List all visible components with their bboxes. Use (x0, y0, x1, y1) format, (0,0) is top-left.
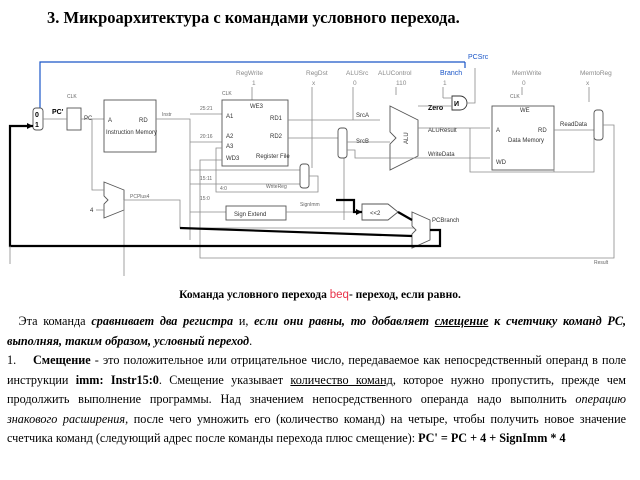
pcsrc-wire (39, 61, 466, 108)
svg-text:A: A (496, 128, 500, 134)
svg-text:A1: A1 (226, 114, 234, 120)
and-gate-label: И (454, 101, 459, 108)
svg-text:SrcA: SrcA (356, 113, 369, 119)
sign-extend-block (225, 205, 287, 221)
svg-text:CLK: CLK (510, 94, 520, 100)
section-subtitle: Команда условного перехода beq- переход,… (0, 289, 640, 301)
memwrite-label: MemWrite (512, 70, 542, 77)
register-file-block (221, 99, 289, 167)
svg-text:WD: WD (496, 160, 507, 166)
svg-text:WE3: WE3 (250, 104, 264, 110)
memtoreg-label: MemtoReg (580, 70, 612, 77)
svg-text:A3: A3 (226, 144, 234, 150)
aluctl-value: 110 (396, 80, 407, 87)
regwrite-label: RegWrite (236, 70, 263, 77)
result-label: Result (594, 260, 609, 266)
microarchitecture-diagram: PCSrc RegWrite RegDst ALUSrc ALUControl … (0, 40, 640, 276)
regdst-value: x (312, 80, 316, 87)
writereg-label: WriteReg (266, 184, 287, 190)
register-file-label: Register File (256, 154, 290, 160)
shift-left-label: <<2 (370, 211, 381, 217)
alu-label: ALU (404, 132, 410, 144)
subtitle-beq: beq (329, 289, 349, 301)
subtitle-after: - переход, если равно. (348, 289, 461, 301)
memtoreg-mux (593, 109, 604, 141)
svg-text:4:0: 4:0 (220, 186, 227, 192)
branch-path-highlight (8, 124, 442, 248)
svg-text:4: 4 (90, 208, 94, 214)
svg-text:15:11: 15:11 (200, 176, 212, 182)
pcbranch-label: PCBranch (432, 218, 459, 224)
svg-text:A: A (108, 118, 112, 124)
svg-text:20:16: 20:16 (200, 134, 213, 140)
memtoreg-value: x (586, 80, 590, 87)
svg-text:WE: WE (520, 108, 530, 114)
svg-text:CLK: CLK (222, 91, 232, 97)
regdst-label: RegDst (306, 70, 328, 77)
data-memory-label: Data Memory (508, 138, 544, 144)
pc-mux-1: 1 (35, 122, 39, 129)
and-gate (451, 95, 468, 111)
pc-register (66, 107, 82, 131)
instr-label: Instr (162, 112, 172, 118)
data-memory-block (491, 105, 555, 171)
svg-text:25:21: 25:21 (200, 106, 213, 112)
alu-block (389, 105, 419, 171)
pcplus4-label: PCPlus4 (130, 194, 150, 200)
branch-label: Branch (440, 70, 462, 77)
regdst-mux (299, 163, 310, 189)
svg-text:RD2: RD2 (270, 134, 283, 140)
svg-text:A2: A2 (226, 134, 234, 140)
list-item-number: 1. (7, 353, 17, 367)
subtitle-before: Команда условного перехода (179, 289, 330, 301)
svg-text:15:0: 15:0 (200, 196, 210, 202)
regwrite-value: 1 (252, 80, 256, 87)
alusrc-mux (337, 127, 348, 159)
readdata-label: ReadData (560, 122, 588, 128)
aluresult-label: ALUResult (428, 128, 457, 134)
zero-label: Zero (428, 105, 443, 112)
alusrc-value: 0 (353, 80, 357, 87)
intro-paragraph: Эта команда сравнивает два регистра и, е… (7, 314, 627, 348)
pcsrc-label: PCSrc (468, 54, 489, 61)
pc-mux-0: 0 (35, 112, 39, 119)
memwrite-value: 0 (522, 80, 526, 87)
writedata-label: WriteData (428, 152, 455, 158)
svg-text:WD3: WD3 (226, 156, 240, 162)
alusrc-label: ALUSrc (346, 70, 369, 77)
pc-prime-label: PC' (52, 109, 64, 116)
svg-text:RD: RD (538, 128, 547, 134)
svg-text:RD: RD (139, 118, 148, 124)
instruction-memory-label: Instruction Memory (106, 130, 157, 136)
sign-extend-label: Sign Extend (234, 212, 266, 218)
clk-pc-label: CLK (67, 94, 77, 100)
svg-text:RD1: RD1 (270, 116, 283, 122)
pcbranch-adder (411, 211, 431, 249)
instruction-memory-block (103, 99, 157, 153)
pcplus4-adder (103, 181, 125, 219)
page-title: 3. Микроархитектура с командами условног… (47, 8, 460, 27)
list-item-offset: 1.Смещение - это положительное или отриц… (7, 353, 626, 445)
signimm-label: SignImm (300, 202, 320, 208)
branch-value: 1 (443, 80, 447, 87)
aluctl-label: ALUControl (378, 70, 412, 77)
shift-left-block (361, 203, 399, 221)
